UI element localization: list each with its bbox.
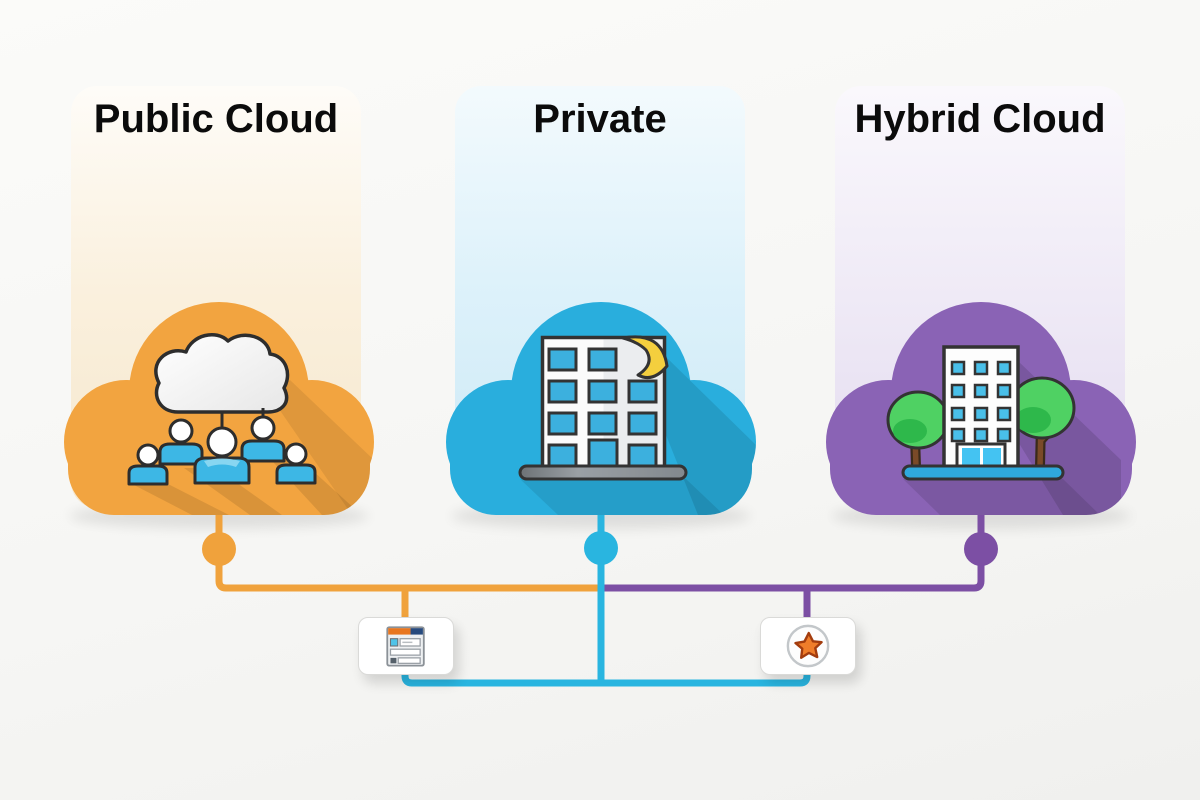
private-cloud-illustration	[446, 302, 756, 515]
public-cloud-title: Public Cloud	[93, 97, 339, 141]
cloud-with-users-icon	[127, 332, 317, 486]
private-node-dot	[584, 531, 618, 565]
office-building-icon	[518, 335, 688, 481]
page-curl-icon	[621, 335, 669, 379]
star-link-card	[760, 617, 856, 675]
browser-link-card	[358, 617, 454, 675]
hybrid-node-dot	[964, 532, 998, 566]
public-node-dot	[202, 532, 236, 566]
hybrid-cloud-title: Hybrid Cloud	[854, 97, 1106, 141]
public-cloud-illustration	[64, 302, 374, 515]
building-with-trees-icon	[886, 345, 1076, 481]
connector-nodes	[202, 531, 998, 566]
connector-lines	[215, 505, 985, 687]
private-cloud-title: Private	[533, 97, 667, 141]
private-horizontal-line	[401, 670, 811, 687]
browser-window-icon	[386, 626, 425, 667]
public-connector-line	[215, 505, 599, 592]
star-badge-icon	[786, 624, 830, 668]
hybrid-connector-line	[603, 505, 985, 592]
hybrid-cloud-illustration	[826, 302, 1136, 515]
